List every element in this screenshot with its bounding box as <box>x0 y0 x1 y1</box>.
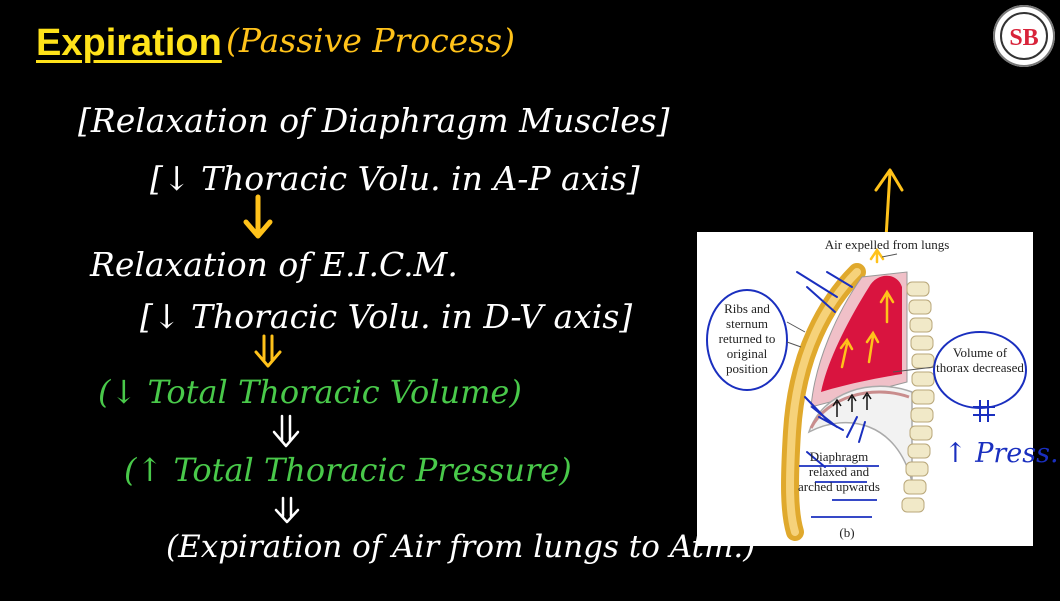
note-line-3: Relaxation of E.I.C.M. <box>90 245 458 284</box>
note-line-4: [↓ Thoracic Volu. in D-V axis] <box>140 297 633 336</box>
subtitle: (Passive Process) <box>226 21 515 60</box>
note-line-6: (↑ Total Thoracic Pressure) <box>124 451 572 489</box>
logo: SB <box>993 5 1055 67</box>
logo-text: SB <box>1000 12 1048 60</box>
pressure-note: ↑ Press. <box>944 438 1059 469</box>
page-title: Expiration <box>36 22 222 64</box>
expiration-figure: Air expelled from lungs Ribs and sternum… <box>697 232 1033 546</box>
down-arrow-icon <box>243 194 273 239</box>
implies-arrow-icon <box>272 414 300 448</box>
figure-label-diaphragm: Diaphragm relaxed and arched upwards <box>798 449 880 494</box>
figure-label-top: Air expelled from lungs <box>824 237 950 252</box>
note-line-7: (Expiration of Air from lungs to Atm.) <box>166 529 756 565</box>
figure-label-volume: Volume of thorax decreased <box>936 345 1024 375</box>
implies-arrow-icon <box>274 496 300 524</box>
figure-label-ribs: Ribs and sternum returned to original po… <box>718 301 776 376</box>
thorax-illustration <box>706 247 1027 541</box>
implies-arrow-icon <box>254 334 282 368</box>
note-line-5: (↓ Total Thoracic Volume) <box>98 373 522 411</box>
note-line-1: [Relaxation of Diaphragm Muscles] <box>78 101 670 140</box>
note-line-2: [↓ Thoracic Volu. in A-P axis] <box>150 159 640 198</box>
figure-caption: (b) <box>839 525 855 540</box>
